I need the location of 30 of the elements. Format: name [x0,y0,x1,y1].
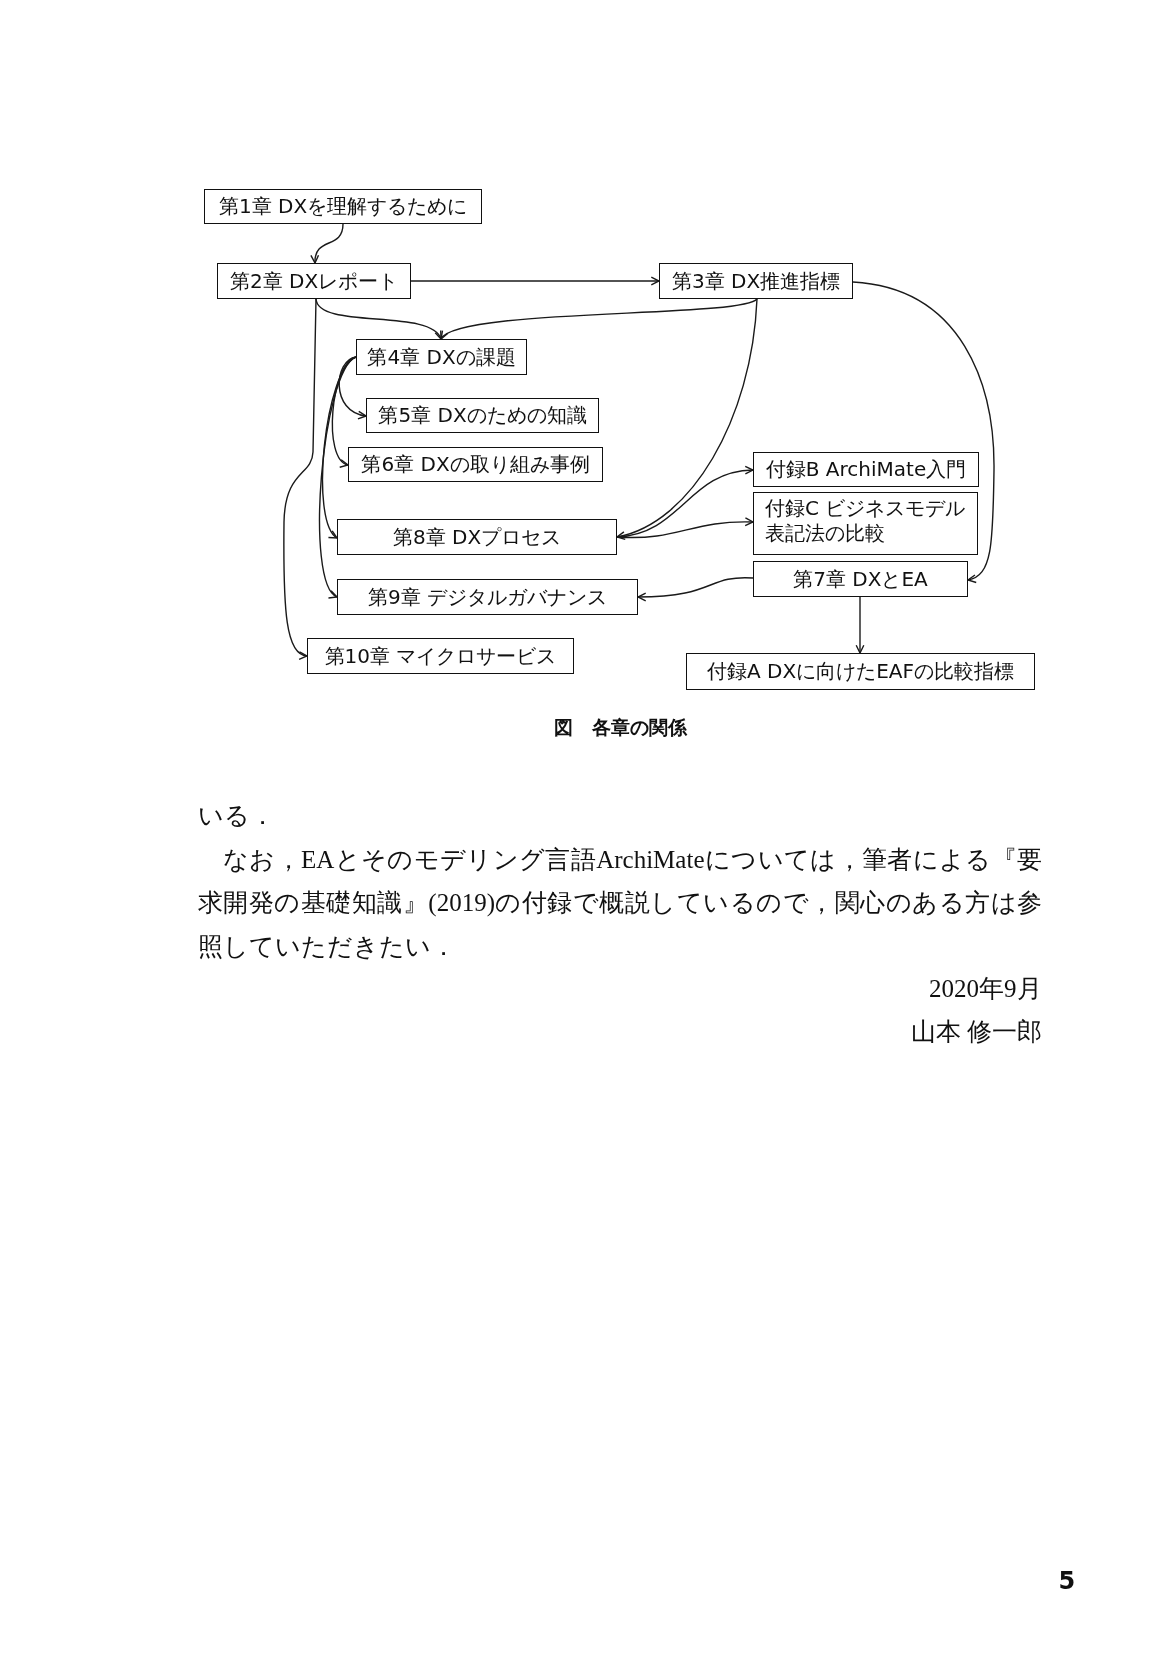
arrow [410,276,660,286]
paragraph: なお，EAとそのモデリング言語ArchiMateについては，筆者による『要求開発の基礎知識』(2019)の付録で概説しているので，関心のある方は参照していただきたい． [198,844,1042,962]
chapter-box: 第7章 DXとEA [753,561,968,597]
arrow [319,356,357,598]
arrow [321,356,357,539]
page-number: 5 [1058,1567,1076,1595]
chapter-box: 付録C ビジネスモデル表記法の比較 [753,492,978,555]
chapter-box: 第8章 DXプロセス [337,519,617,555]
arrow [283,298,317,659]
arrow [440,298,758,340]
body-text: いる． [198,801,276,831]
arrow [338,356,367,419]
chapter-box: 第4章 DXの課題 [356,339,527,375]
arrow [310,223,344,264]
arrow [855,596,865,654]
arrow [637,577,754,602]
chapter-box: 第3章 DX推進指標 [659,263,853,299]
arrow [852,281,995,583]
date-text: 2020年9月 [929,974,1042,1004]
figure-caption: 図 各章の関係 [553,715,687,740]
author-name: 山本 修一郎 [911,1017,1043,1047]
chapter-box: 第2章 DXレポート [217,263,411,299]
chapter-box: 第1章 DXを理解するために [204,189,482,224]
chapter-box: 付録A DXに向けたEAFの比較指標 [686,653,1035,690]
chapter-box: 第9章 デジタルガバナンス [337,579,638,615]
chapter-box: 第10章 マイクロサービス [307,638,574,674]
chapter-box: 付録B ArchiMate入門 [753,452,979,487]
chapter-box: 第6章 DXの取り組み事例 [348,447,603,482]
arrow [616,298,758,540]
chapter-box: 第5章 DXのための知識 [366,398,599,433]
